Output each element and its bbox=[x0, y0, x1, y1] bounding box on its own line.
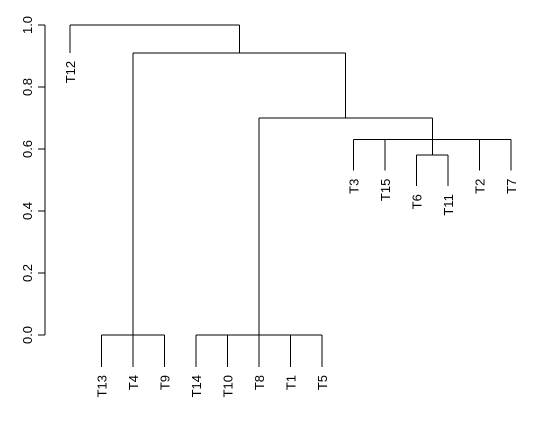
y-tick-label: 0.8 bbox=[20, 78, 35, 96]
dendrogram-branches bbox=[69, 24, 512, 367]
y-tick-label: 0.6 bbox=[20, 140, 35, 158]
y-tick-label: 0.4 bbox=[20, 202, 35, 220]
leaf-label: T1 bbox=[284, 375, 299, 390]
leaf-label: T11 bbox=[441, 194, 456, 215]
y-tick-label: 0.2 bbox=[20, 264, 35, 282]
leaf-label: T8 bbox=[252, 375, 267, 390]
y-tick-label: 0.0 bbox=[20, 326, 35, 344]
leaf-label: T13 bbox=[95, 375, 110, 397]
leaf-label: T15 bbox=[378, 179, 393, 201]
leaf-label: T12 bbox=[63, 61, 78, 83]
leaf-label: T6 bbox=[410, 194, 425, 209]
leaf-label: T2 bbox=[473, 179, 488, 194]
leaf-label: T3 bbox=[347, 179, 362, 194]
y-axis: 0.0 0.2 0.4 0.6 0.8 1.0 bbox=[20, 16, 46, 344]
leaf-label: T7 bbox=[504, 179, 519, 194]
y-tick-label: 1.0 bbox=[20, 16, 35, 34]
leaf-label: T5 bbox=[315, 375, 330, 390]
leaf-label: T9 bbox=[158, 375, 173, 390]
leaf-label: T14 bbox=[189, 375, 204, 397]
leaf-label: T4 bbox=[126, 375, 141, 390]
leaf-label: T10 bbox=[221, 375, 236, 397]
